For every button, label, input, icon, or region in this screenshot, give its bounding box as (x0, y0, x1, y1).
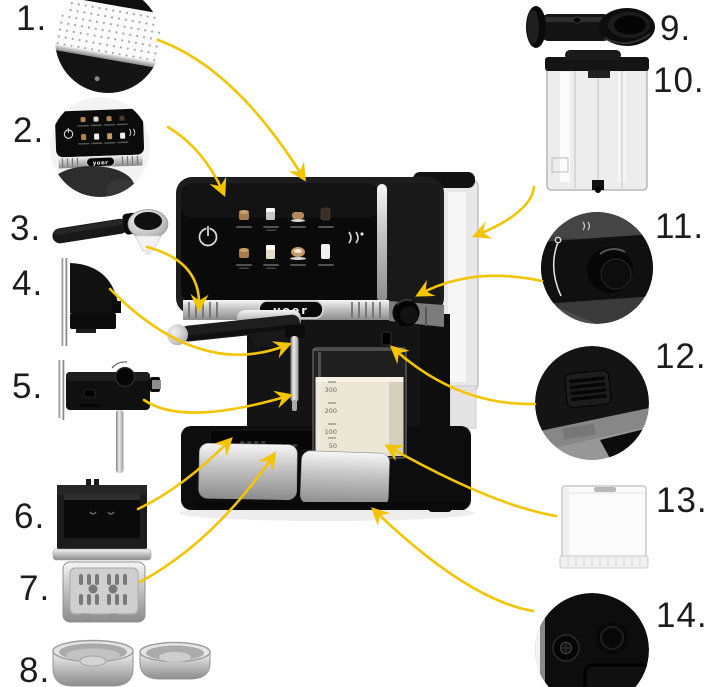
machine-foot (428, 504, 452, 512)
arrow-drip-tray (136, 437, 233, 511)
part-image-frother-lever-detail (535, 346, 649, 460)
part-image-drip-tray-grate (62, 561, 146, 623)
arrow-frother-lever (389, 345, 537, 406)
cappuccino-icon (290, 212, 306, 228)
part-number-3: 3. (10, 209, 41, 248)
arrow-milk-frother-unit (142, 390, 294, 414)
part-number-6: 6. (14, 497, 45, 536)
mini-drink-icons (77, 115, 129, 145)
part-image-portafilter (52, 209, 169, 255)
part-number-12: 12. (655, 337, 707, 376)
part-number-2: 2. (13, 111, 44, 150)
chrome-trim (377, 184, 387, 302)
latte-macchiato-icon (263, 245, 279, 269)
part-image-water-tank (545, 50, 649, 193)
panel-steam-icon (348, 231, 364, 244)
arrow-drip-tray-grate (138, 451, 277, 584)
part-image-milk-tank-cover (559, 485, 649, 569)
arrow-base-feet (371, 507, 535, 613)
part-number-1: 1. (16, 0, 47, 38)
arrow-control-panel (166, 125, 227, 197)
arrow-dispensing-spout (108, 287, 293, 359)
espresso-machine: yoer (167, 172, 479, 521)
part-number-9: 9. (660, 9, 691, 48)
arrow-milk-tank-cover (384, 444, 558, 518)
part-number-8: 8. (19, 651, 50, 687)
flat-white-icon (290, 247, 306, 266)
milk-icon (318, 244, 334, 266)
part-number-5: 5. (12, 367, 43, 406)
milk-scale-200: 200 (325, 407, 337, 415)
pointer-arrows (108, 38, 558, 613)
mini-steam-icon (128, 128, 136, 137)
machine-head-side (388, 183, 440, 305)
part-number-7: 7. (19, 569, 50, 608)
part-number-14: 14. (656, 596, 708, 635)
americano-icon (318, 207, 334, 228)
mini-yoer-logo: yoer (93, 160, 109, 167)
part-image-steam-knob-detail (541, 212, 653, 324)
part-number-13: 13. (656, 481, 708, 520)
arrow-cup-warming-tray (156, 38, 306, 182)
milk-scale-50: 50 (329, 442, 337, 450)
milk-scale-100: 100 (325, 428, 337, 436)
frother-tube (285, 325, 305, 411)
portafilter-handle (167, 314, 301, 346)
part-image-drip-tray (52, 479, 152, 561)
part-image-dispensing-spout (61, 258, 121, 346)
panel-power-icon (198, 226, 218, 247)
part-numbers: 1. 2. 3. 4. 5. 6. 7. 8. 9. 10. 11. 12. 1… (10, 0, 708, 687)
part-image-tamper-scoop (526, 6, 655, 48)
espresso-icon (236, 210, 252, 228)
part-number-4: 4. (12, 264, 43, 303)
side-frother-lever (381, 331, 392, 346)
part-image-milk-frother-unit (58, 360, 161, 473)
arrow-water-tank (471, 185, 536, 239)
milk-scale: 300 200 100 50 (325, 381, 337, 450)
part-number-11: 11. (655, 207, 704, 246)
frother-vent (564, 369, 612, 409)
milk-container: 300 200 100 50 (312, 347, 407, 459)
side-steam-knob (392, 299, 420, 327)
part-image-filter-baskets (52, 639, 211, 687)
arrow-portafilter (145, 245, 209, 313)
caffe-macchiato-icon (263, 208, 279, 231)
milk-scale-300: 300 (325, 386, 337, 394)
panel-drink-icons (236, 207, 334, 269)
arrow-steam-knob (415, 274, 544, 297)
espresso-lungo-icon (236, 248, 252, 269)
part-number-10: 10. (653, 61, 705, 100)
